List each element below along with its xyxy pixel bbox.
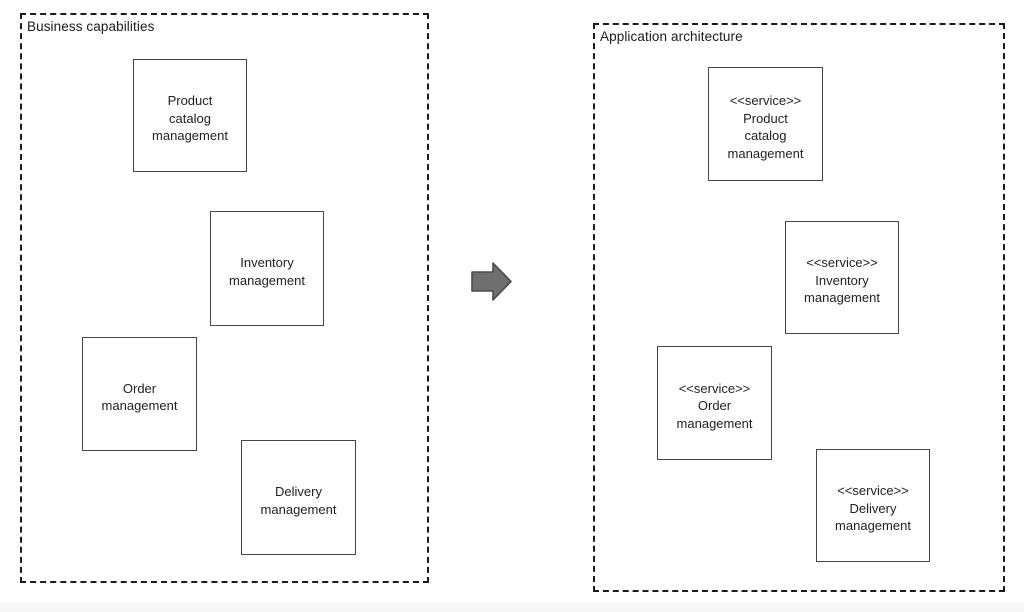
service-box-product-catalog: <<service>> Product catalog management — [708, 67, 823, 181]
maps-to-arrow-icon — [471, 261, 513, 302]
service-box-delivery: <<service>> Delivery management — [816, 449, 930, 562]
service-box-inventory: <<service>> Inventory management — [785, 221, 899, 334]
capability-box-order: Order management — [82, 337, 197, 451]
capability-box-inventory: Inventory management — [210, 211, 324, 326]
business-capabilities-label: Business capabilities — [27, 19, 155, 34]
application-architecture-label: Application architecture — [600, 29, 743, 44]
maps-to-arrow-shape — [471, 262, 512, 301]
page-bottom-edge — [0, 603, 1024, 612]
service-box-order: <<service>> Order management — [657, 346, 772, 460]
capability-box-delivery: Delivery management — [241, 440, 356, 555]
application-architecture-panel: Application architecture <<service>> Pro… — [593, 23, 1005, 592]
business-capabilities-panel: Business capabilities Product catalog ma… — [20, 13, 429, 583]
capability-box-product-catalog: Product catalog management — [133, 59, 247, 172]
